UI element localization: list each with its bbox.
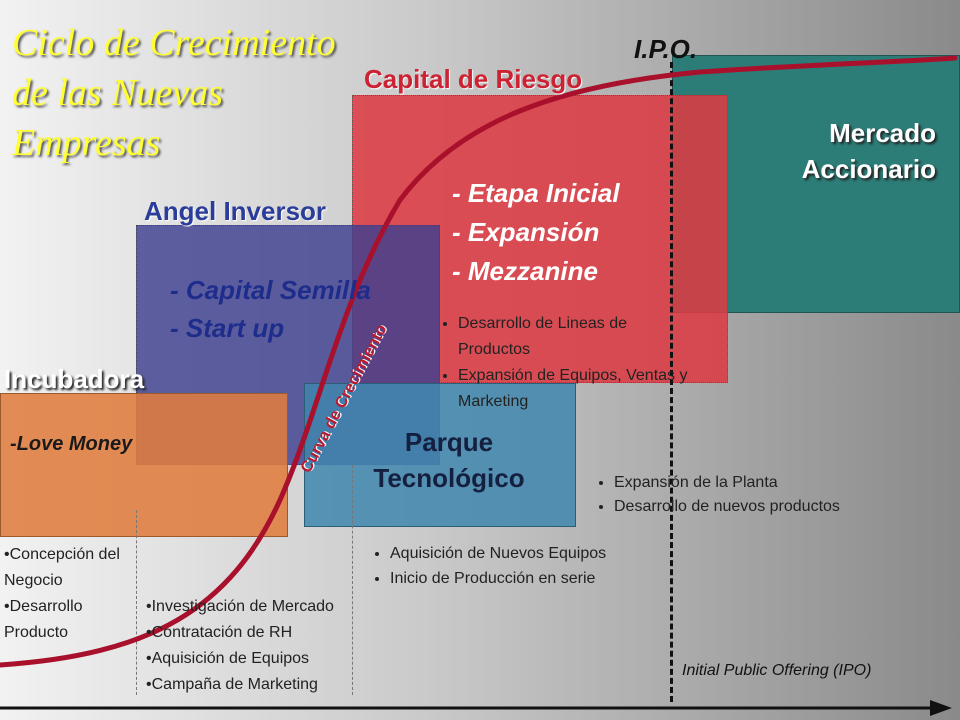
angel-item: - Start up bbox=[170, 313, 285, 343]
title-line-3: Empresas bbox=[12, 122, 161, 164]
note-item: Expansión de la Planta bbox=[614, 471, 936, 495]
riesgo-item: - Etapa Inicial bbox=[452, 178, 620, 208]
notes-concepcion: Concepción del Negocio Desarrollo Produc… bbox=[4, 542, 134, 646]
divider-line-1 bbox=[136, 510, 137, 695]
parque-line-1: Parque bbox=[404, 427, 494, 457]
note-text: Contratación de RH bbox=[151, 624, 293, 641]
mercado-accionario-label: Mercado Accionario bbox=[760, 115, 936, 187]
note-text: Desarrollo Producto bbox=[4, 598, 83, 641]
note-item: Contratación de RH bbox=[146, 620, 416, 646]
mercado-line-1: Mercado bbox=[829, 118, 936, 148]
capital-riesgo-items: - Etapa Inicial - Expansión - Mezzanine bbox=[452, 174, 620, 291]
note-item: Campaña de Marketing bbox=[146, 672, 416, 698]
notes-equipos: Aquisición de Nuevos Equipos Inicio de P… bbox=[372, 541, 682, 591]
note-item: Aquisición de Nuevos Equipos bbox=[390, 541, 682, 566]
note-text: Campaña de Marketing bbox=[151, 676, 318, 693]
parque-tecnologico-box bbox=[304, 383, 576, 527]
note-item: Desarrollo Producto bbox=[4, 594, 134, 646]
note-item: Investigación de Mercado bbox=[146, 594, 416, 620]
incubadora-label: Incubadora bbox=[4, 364, 145, 394]
ipo-label: I.P.O. bbox=[634, 34, 698, 64]
incubadora-box bbox=[0, 393, 288, 537]
page-title: Ciclo de Crecimiento de las Nuevas Empre… bbox=[12, 18, 432, 168]
note-text: Concepción del Negocio bbox=[4, 546, 120, 589]
note-item: Desarrollo de Lineas de Productos bbox=[458, 311, 690, 363]
angel-items: - Capital Semilla - Start up bbox=[170, 271, 371, 347]
time-axis-arrow bbox=[930, 700, 952, 716]
title-line-1: Ciclo de Crecimiento bbox=[12, 22, 336, 64]
note-item: Concepción del Negocio bbox=[4, 542, 134, 594]
divider-line-2 bbox=[352, 465, 353, 695]
parque-tecnologico-label: Parque Tecnológico bbox=[334, 424, 564, 496]
note-item: Inicio de Producción en serie bbox=[390, 566, 682, 591]
capital-riesgo-label: Capital de Riesgo bbox=[364, 64, 583, 94]
note-text: Aquisición de Equipos bbox=[151, 650, 310, 667]
note-item: Expansión de Equipos, Ventas y Marketing bbox=[458, 363, 690, 415]
mercado-line-2: Accionario bbox=[801, 154, 936, 184]
angel-inversor-label: Angel Inversor bbox=[144, 196, 327, 226]
ipo-dashed-line bbox=[670, 62, 673, 702]
riesgo-item: - Expansión bbox=[452, 217, 600, 247]
title-line-2: de las Nuevas bbox=[12, 72, 224, 114]
note-item: Desarrollo de nuevos productos bbox=[614, 495, 936, 519]
parque-line-2: Tecnológico bbox=[373, 463, 525, 493]
ipo-caption: Initial Public Offering (IPO) bbox=[682, 662, 872, 679]
notes-riesgo: Desarrollo de Lineas de Productos Expans… bbox=[440, 311, 690, 415]
love-money-text: -Love Money bbox=[10, 433, 133, 455]
notes-planta: Expansión de la Planta Desarrollo de nue… bbox=[596, 471, 936, 519]
riesgo-item: - Mezzanine bbox=[452, 256, 598, 286]
angel-item: - Capital Semilla bbox=[170, 275, 371, 305]
note-item: Aquisición de Equipos bbox=[146, 646, 416, 672]
notes-investigacion: Investigación de Mercado Contratación de… bbox=[146, 594, 416, 698]
note-text: Investigación de Mercado bbox=[151, 598, 334, 615]
